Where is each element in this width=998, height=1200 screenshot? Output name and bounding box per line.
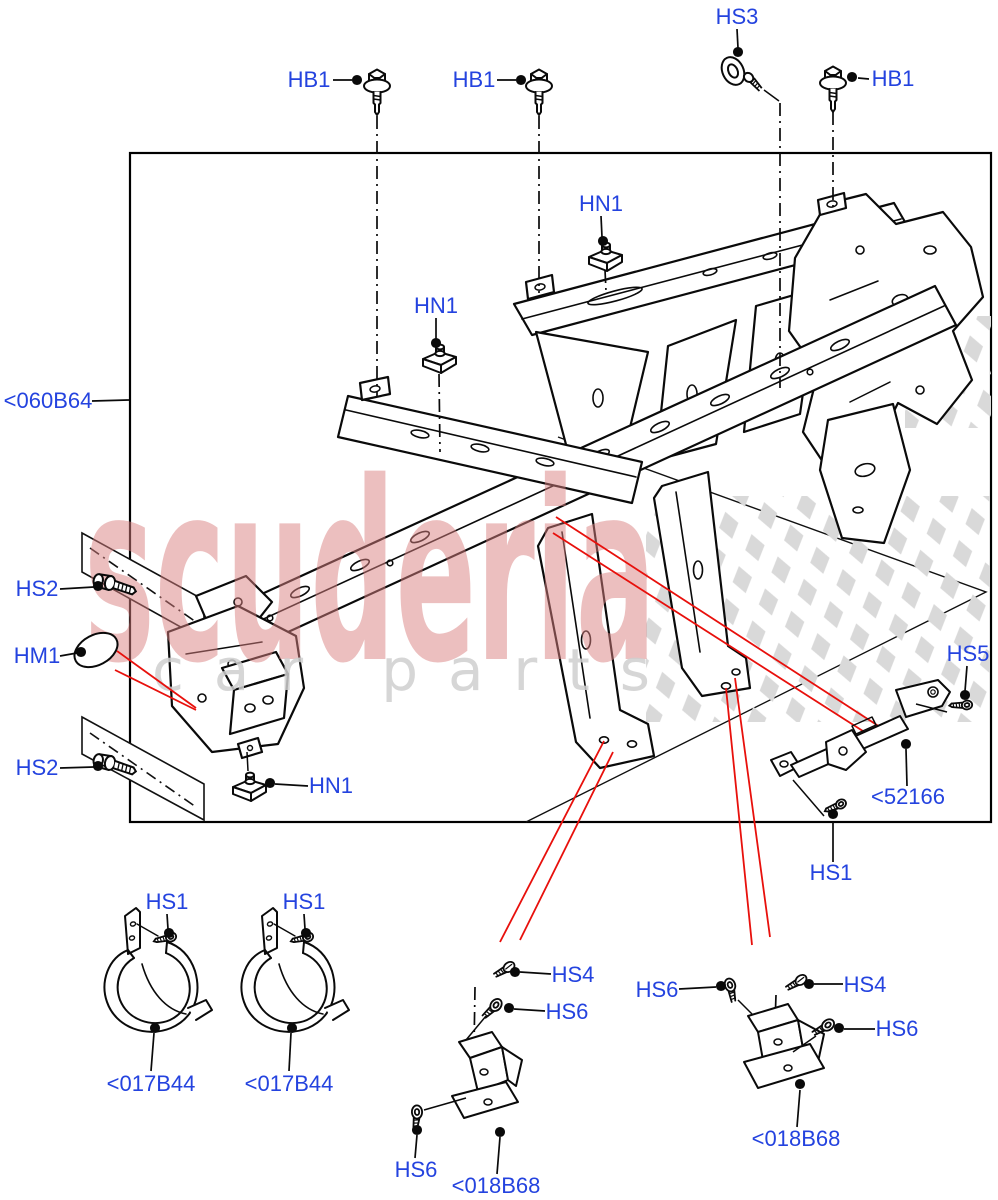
leader-lines: [59, 28, 971, 1175]
callout-017b44-2[interactable]: <017B44: [244, 1071, 334, 1096]
crossmember-drawing: [166, 191, 985, 770]
callout-hb1-3[interactable]: HB1: [871, 66, 915, 91]
bracket-018b68-1: [451, 1031, 523, 1119]
callout-hn1-3[interactable]: HN1: [308, 773, 354, 798]
screw-hs6-3: [722, 976, 742, 1004]
callout-hs1-right[interactable]: HS1: [809, 860, 853, 885]
callout-017b44-1[interactable]: <017B44: [106, 1071, 196, 1096]
watermark-subtitle: car parts: [152, 636, 650, 704]
callout-hs1-2[interactable]: HS1: [282, 889, 326, 914]
callout-hn1-1[interactable]: HN1: [413, 293, 459, 318]
flange-bolt-hb1-3: [819, 65, 847, 113]
callout-hb1-2[interactable]: HB1: [452, 67, 496, 92]
watermark-text: scuderia car parts: [84, 430, 656, 718]
callout-hs2-2[interactable]: HS2: [15, 755, 59, 780]
callout-hs5[interactable]: HS5: [946, 641, 990, 666]
callout-hs4-2[interactable]: HS4: [843, 972, 887, 997]
callout-060b64[interactable]: <060B64: [3, 388, 93, 413]
callout-hb1-1[interactable]: HB1: [287, 67, 331, 92]
bracket-52166: [770, 679, 951, 778]
flange-bolt-hb1-2: [525, 68, 553, 116]
callout-hs6-2[interactable]: HS6: [394, 1157, 438, 1182]
watermark-title: scuderia: [84, 430, 656, 718]
callout-hs6-1[interactable]: HS6: [545, 999, 589, 1024]
diagram-frame: [128, 151, 993, 824]
fasteners: [73, 56, 974, 1130]
callout-hn1-2[interactable]: HN1: [578, 191, 624, 216]
callout-hs1-1[interactable]: HS1: [145, 889, 189, 914]
flange-bolt-hb1-1: [363, 68, 391, 116]
callout-hs2-1[interactable]: HS2: [15, 576, 59, 601]
assembly-axis-lines: [376, 103, 834, 1050]
cap-hm1: [73, 631, 119, 669]
red-pointer-lines: [114, 516, 881, 946]
callout-018b68-2[interactable]: <018B68: [751, 1126, 841, 1151]
clip-nut-hn1-2: [588, 241, 623, 272]
callout-018b68-1[interactable]: <018B68: [451, 1173, 541, 1198]
callout-hs6-4[interactable]: HS6: [875, 1016, 919, 1041]
callout-hs6-3[interactable]: HS6: [635, 977, 679, 1002]
clamp-017b44-2: [242, 908, 349, 1032]
clip-nut-hn1-1: [422, 343, 457, 374]
bracket-018b68-2: [743, 1003, 825, 1089]
callout-hm1[interactable]: HM1: [13, 643, 61, 668]
clamp-017b44-1: [105, 908, 212, 1032]
callout-52166[interactable]: <52166: [870, 784, 946, 809]
callout-hs3[interactable]: HS3: [715, 4, 759, 29]
clip-nut-hn1-3: [232, 771, 267, 802]
grommet-hs3: [720, 56, 780, 102]
callout-hs4-1[interactable]: HS4: [551, 962, 595, 987]
